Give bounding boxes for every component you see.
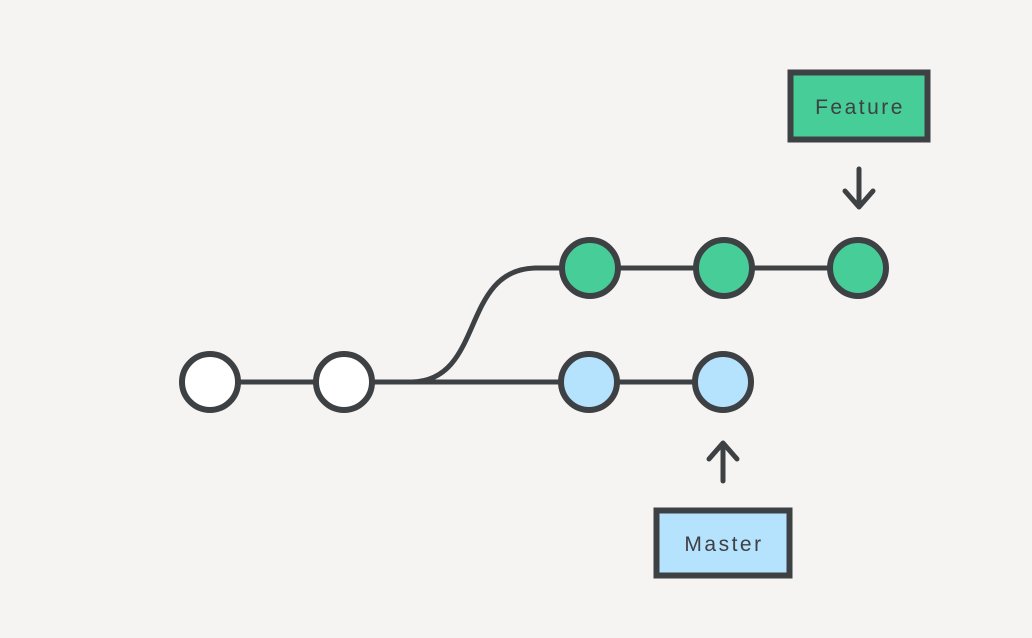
commit-node-feature-3 <box>827 237 889 299</box>
commit-node-master-1 <box>558 351 620 413</box>
commit-node-base-2 <box>313 351 375 413</box>
arrow-up-icon <box>706 440 740 484</box>
commit-node-master-2 <box>692 351 754 413</box>
commit-node-feature-2 <box>693 237 755 299</box>
commit-node-base-1 <box>179 351 241 413</box>
master-label: Master <box>684 533 763 556</box>
commit-node-feature-1 <box>559 237 621 299</box>
arrow-down-icon <box>842 166 876 210</box>
feature-label: Feature <box>815 96 905 119</box>
feature-label-box <box>787 69 931 143</box>
master-label-box <box>653 507 793 579</box>
feature-branch-line <box>411 265 858 385</box>
